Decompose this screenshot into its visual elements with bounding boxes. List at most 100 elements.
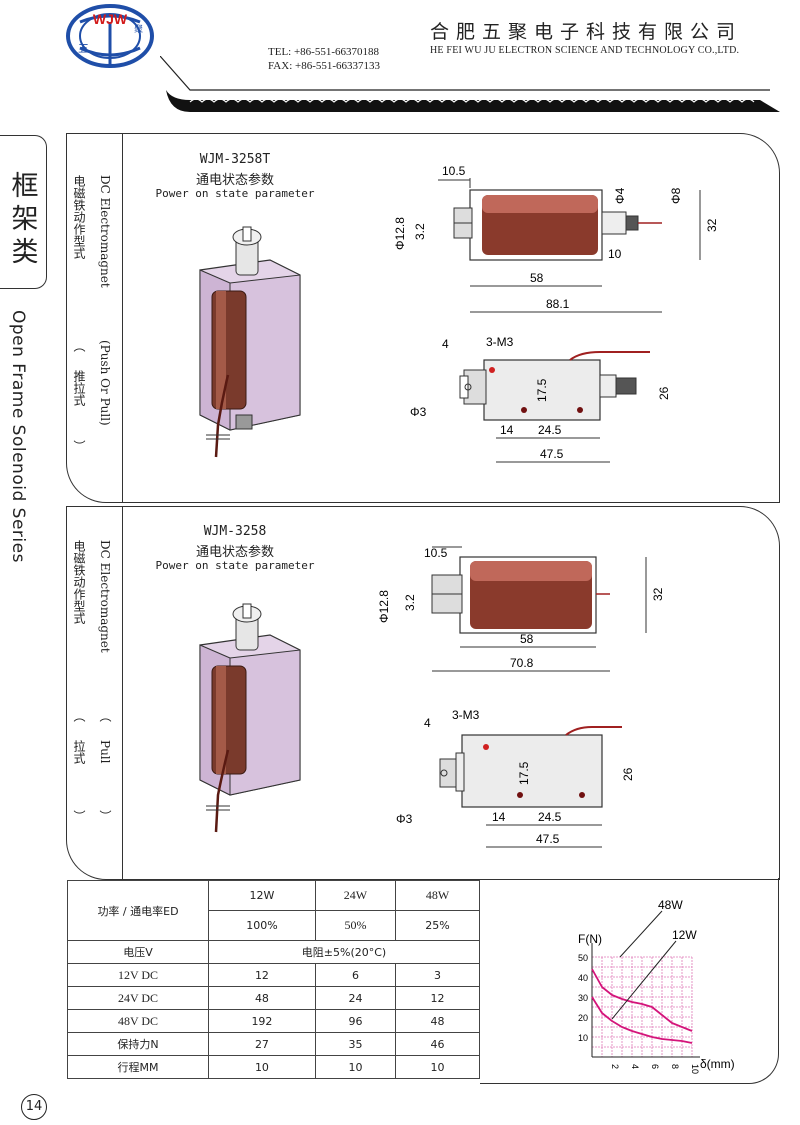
panel-1-divider [122, 133, 123, 503]
panel-2-action-cn: 拉式 [72, 740, 86, 764]
table-row: 功率 / 通电率ED 12W 24W 48W [67, 880, 480, 941]
panel-2-solenoid-illustration [199, 603, 301, 833]
panel-2-paren-close-a: ） [72, 810, 86, 822]
category-label-en: Open Frame Solenoid Series [8, 310, 28, 563]
panel-1-action-en: (Push Or Pull) [98, 340, 112, 426]
company-name-en: HE FEI WU JU ELECTRON SCIENCE AND TECHNO… [430, 45, 740, 56]
dim-2-3-2: 3.2 [403, 594, 417, 611]
series-line-48w [591, 968, 693, 1032]
table-cell: 48W [395, 880, 480, 911]
table-header-voltage: 电压V [67, 940, 209, 964]
table-row: 100% 50% 25% [68, 910, 480, 941]
panel-2-type-cn: 电磁铁动作型式 [72, 540, 86, 624]
dim-1b-dia-3: Φ3 [410, 405, 427, 419]
table-cell: 100% [208, 910, 316, 941]
table-row: 电压V 电阻±5%(20°C) [67, 940, 480, 964]
table-cell: 6 [314, 963, 397, 987]
panel-1-side-view-drawing: 10.5 Φ12.8 3.2 Φ4 Φ8 32 10 58 88.1 [393, 164, 719, 313]
dim-1b-26: 26 [657, 386, 671, 400]
table-cell: 24V DC [67, 986, 209, 1010]
dim-2b-47-5: 47.5 [536, 832, 560, 846]
dim-1b-4: 4 [442, 337, 449, 351]
dim-1-dia-8: Φ8 [669, 187, 683, 204]
dim-1-3-2: 3.2 [413, 223, 427, 240]
dim-1-88-1: 88.1 [546, 297, 570, 311]
table-row: 24V DC 48 24 12 [67, 986, 480, 1010]
chart-y-label: F(N) [578, 932, 602, 946]
table-cell: 46 [395, 1032, 480, 1056]
dim-2b-26: 26 [621, 767, 635, 781]
logo-char: 五 [78, 43, 89, 55]
table-cell: 12V DC [67, 963, 209, 987]
dim-1-dia-12-8: Φ12.8 [393, 217, 407, 250]
table-cell: 10 [314, 1055, 397, 1079]
panel-2-paren-open-a: （ [72, 710, 86, 722]
panel-1-top-view-drawing: 4 3-M3 17.5 Φ3 26 14 24.5 47.5 [410, 335, 671, 463]
panel-2-paren-close-b: ） [98, 810, 112, 822]
panel-2-top-view-drawing: 4 3-M3 17.5 Φ3 26 14 24.5 47.5 [396, 708, 635, 848]
chart-axes [591, 943, 700, 1058]
dim-2-10-5: 10.5 [424, 546, 448, 560]
panel-1-type-en: DC Electromagnet [98, 175, 112, 288]
table-cell: 24W [314, 880, 397, 911]
chart-x-label: δ(mm) [700, 1057, 735, 1071]
panel-2-type-en: DC Electromagnet [98, 540, 112, 653]
contact-block: TEL: +86-551-66370188 FAX: +86-551-66337… [268, 45, 380, 73]
dim-2-32: 32 [651, 587, 665, 601]
dim-2-70-8: 70.8 [510, 656, 534, 670]
table-cell: 行程MM [67, 1055, 209, 1079]
tel-number: TEL: +86-551-66370188 [268, 46, 379, 58]
table-cell: 192 [208, 1009, 316, 1033]
chart-frame [480, 878, 779, 1084]
panel-1-action-cn: 推拉式 [72, 370, 86, 406]
panel-2-model: WJM-3258 [203, 524, 267, 539]
table-cell: 25% [395, 910, 480, 941]
panel-1-solenoid-illustration [199, 226, 301, 458]
table-cell: 35 [314, 1032, 397, 1056]
panel-2-action-en: Pull [98, 740, 112, 764]
table-cell: 48V DC [67, 1009, 209, 1033]
x-tick-label: 8 [670, 1064, 680, 1069]
panel-2-divider [122, 506, 123, 880]
table-row: 12V DC 12 6 3 [67, 963, 480, 987]
table-row: 48V DC 192 96 48 [67, 1009, 480, 1033]
series-pointer-12w [611, 940, 677, 1020]
y-tick-label: 40 [578, 973, 588, 983]
series-label-12w: 12W [672, 928, 697, 942]
series-line-12w [591, 996, 693, 1044]
y-tick-label: 20 [578, 1013, 588, 1023]
dim-1b-3m3: 3-M3 [486, 335, 514, 349]
dim-2b-4: 4 [424, 716, 431, 730]
y-tick-label: 10 [578, 1033, 588, 1043]
dim-1-10: 10 [608, 247, 622, 261]
chart-grid [591, 956, 693, 1058]
logo-char-2: 聚 [134, 24, 143, 34]
dim-1-32: 32 [705, 218, 719, 232]
dim-1b-47-5: 47.5 [540, 447, 564, 461]
table-row: 行程MM 10 10 10 [67, 1055, 480, 1079]
table-cell: 12 [208, 963, 316, 987]
header-banner [160, 56, 780, 112]
category-tab [0, 135, 47, 289]
table-row: 保持力N 27 35 46 [67, 1032, 480, 1056]
table-cell: 24 [314, 986, 397, 1010]
panel-1-subtitle-cn: 通电状态参数 [195, 173, 274, 188]
series-label-48w: 48W [658, 898, 683, 912]
table-cell: 3 [395, 963, 480, 987]
y-tick-label: 50 [578, 953, 588, 963]
dim-2b-dia-3: Φ3 [396, 812, 413, 826]
dim-1-10-5: 10.5 [442, 164, 466, 178]
table-cell: 10 [395, 1055, 480, 1079]
x-tick-label: 4 [630, 1064, 640, 1069]
table-cell: 48 [208, 986, 316, 1010]
panel-1-model: WJM-3258T [199, 152, 271, 167]
dim-2-dia-12-8: Φ12.8 [377, 590, 391, 623]
dim-1b-24-5: 24.5 [538, 423, 562, 437]
fax-number: FAX: +86-551-66337133 [268, 60, 381, 72]
x-tick-label: 2 [610, 1064, 620, 1069]
dim-1-58: 58 [530, 271, 544, 285]
table-cell: 10 [208, 1055, 316, 1079]
panel-1-subtitle-en: Power on state parameter [155, 187, 315, 200]
